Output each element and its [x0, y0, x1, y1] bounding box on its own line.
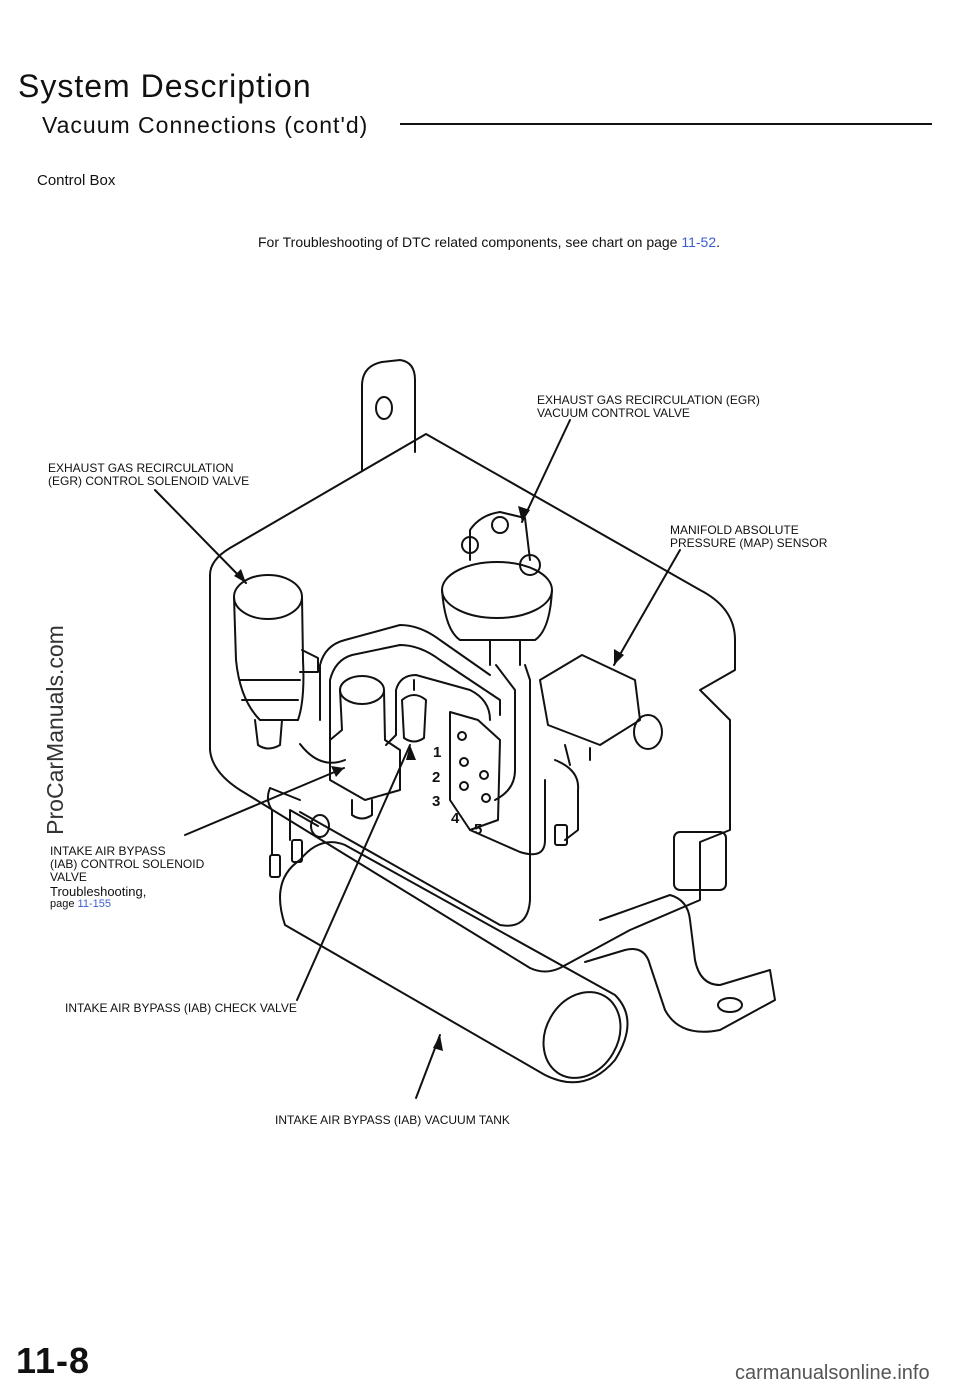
label-egr-vacuum-control-valve: EXHAUST GAS RECIRCULATION (EGR) VACUUM C…: [537, 394, 760, 420]
port-plate: [449, 711, 501, 831]
port-number-5: 5: [474, 821, 482, 838]
note-page-link[interactable]: 11-52: [681, 234, 717, 250]
page-number: 11-8: [16, 1340, 91, 1381]
label-iab-check-valve: INTAKE AIR BYPASS (IAB) CHECK VALVE: [65, 1002, 297, 1015]
control-box-outline: [209, 433, 736, 973]
egr-vacuum-valve: [441, 561, 553, 619]
mounting-hole: [375, 396, 393, 420]
watermark-bottom: carmanualsonline.info: [735, 1362, 930, 1384]
connector-block: [673, 831, 727, 891]
label-line: MANIFOLD ABSOLUTE: [670, 523, 799, 537]
label-line: EXHAUST GAS RECIRCULATION: [48, 461, 234, 475]
leader-lines: [154, 419, 681, 1099]
note-text: For Troubleshooting of DTC related compo…: [258, 234, 678, 250]
mounting-bracket: [584, 894, 776, 1033]
map-sensor: [539, 654, 641, 746]
troubleshooting-note: For Troubleshooting of DTC related compo…: [258, 234, 720, 250]
label-map-sensor: MANIFOLD ABSOLUTE PRESSURE (MAP) SENSOR: [670, 524, 827, 550]
label-iab-control-solenoid-valve: INTAKE AIR BYPASS (IAB) CONTROL SOLENOID…: [50, 845, 204, 911]
page-prefix: page: [50, 898, 75, 910]
label-line: EXHAUST GAS RECIRCULATION (EGR): [537, 393, 760, 407]
troubleshooting-page: page 11-155: [50, 898, 204, 911]
label-line: INTAKE AIR BYPASS (IAB) VACUUM TANK: [275, 1113, 510, 1127]
vacuum-hoses: [266, 624, 580, 927]
label-line: VACUUM CONTROL VALVE: [537, 406, 690, 420]
port-number-2: 2: [432, 769, 440, 786]
port-number-3: 3: [432, 793, 440, 810]
section-subtitle: Vacuum Connections (cont'd): [42, 112, 369, 138]
label-egr-control-solenoid-valve: EXHAUST GAS RECIRCULATION (EGR) CONTROL …: [48, 462, 249, 488]
label-line: INTAKE AIR BYPASS (IAB) CHECK VALVE: [65, 1001, 297, 1015]
watermark-left: ProCarManuals.com: [42, 625, 68, 835]
label-line: PRESSURE (MAP) SENSOR: [670, 536, 828, 550]
page-title: System Description: [18, 68, 312, 104]
vacuum-tank: [279, 841, 629, 1084]
iab-solenoid: [339, 675, 385, 705]
section-label: Control Box: [37, 172, 116, 189]
label-line: (IAB) CONTROL SOLENOID: [50, 857, 205, 871]
note-end: .: [716, 234, 721, 250]
leader-arrowheads: [234, 506, 624, 1051]
port-number-4: 4: [451, 810, 460, 827]
troubleshooting-label: Troubleshooting,: [50, 884, 147, 899]
troubleshooting-page-link[interactable]: 11-155: [77, 898, 111, 910]
header-rule: [400, 123, 932, 125]
mounting-tab: [361, 359, 416, 471]
port-number-1: 1: [433, 744, 441, 761]
label-line: INTAKE AIR BYPASS: [50, 844, 166, 858]
label-line: VALVE: [50, 870, 87, 884]
label-iab-vacuum-tank: INTAKE AIR BYPASS (IAB) VACUUM TANK: [275, 1114, 510, 1127]
iab-check-valve: [401, 694, 427, 743]
label-line: (EGR) CONTROL SOLENOID VALVE: [48, 474, 250, 488]
bracket-hole: [717, 997, 743, 1013]
